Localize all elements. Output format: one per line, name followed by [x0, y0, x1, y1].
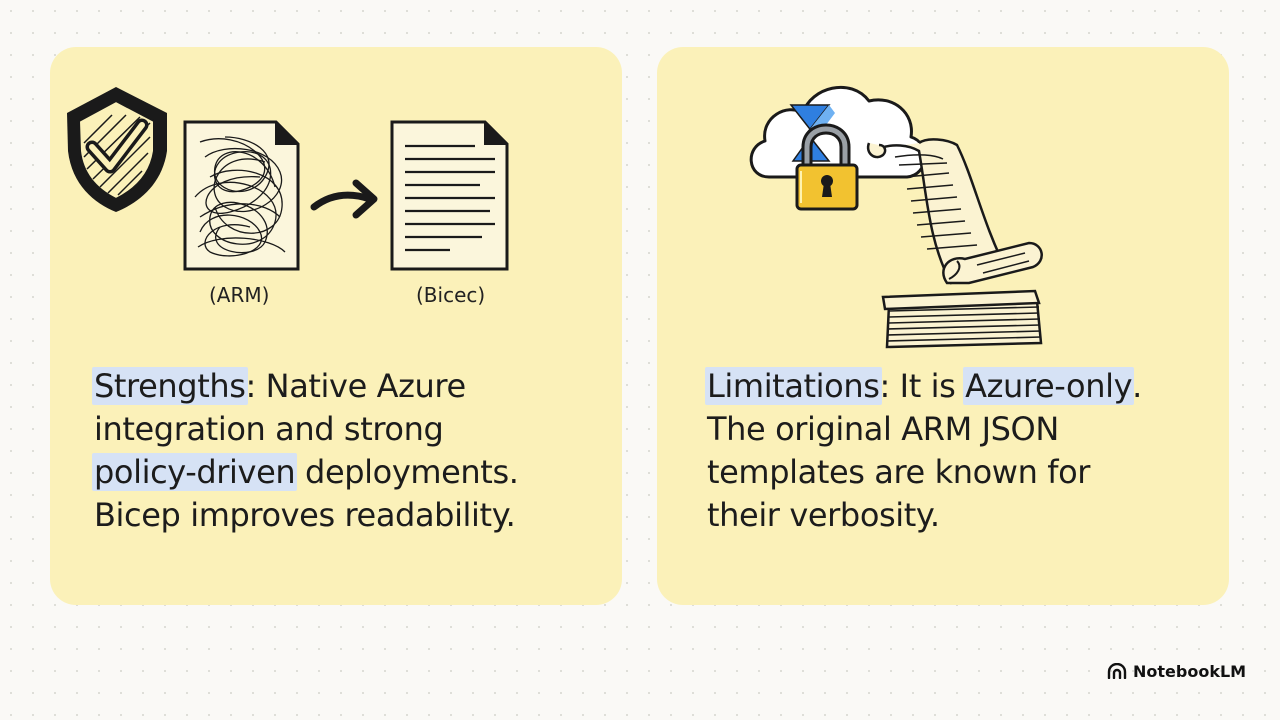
limitations-label: Limitations [705, 367, 882, 405]
notebooklm-brand: NotebookLM [1107, 659, 1246, 683]
padlock-icon [795, 123, 859, 211]
paper-stack-icon [881, 289, 1043, 349]
arm-caption: (ARM) [209, 283, 270, 307]
tangled-document-icon [183, 120, 300, 271]
strengths-line-3: policy-driven deployments. [92, 453, 519, 491]
limitations-illustration [749, 85, 1043, 349]
limitations-line-4: their verbosity. [707, 496, 940, 534]
strengths-line-1: Strengths: Native Azure [92, 367, 466, 405]
azure-only-highlight: Azure-only [963, 367, 1135, 405]
strengths-line-4: Bicep improves readability. [94, 496, 516, 534]
limitations-text: Limitations: It is Azure-only. The origi… [705, 365, 1207, 537]
strengths-text: Strengths: Native Azure integration and … [92, 365, 594, 537]
shield-check-icon [67, 87, 167, 212]
limitations-card: Limitations: It is Azure-only. The origi… [657, 47, 1229, 605]
notebooklm-logo-icon [1107, 663, 1127, 679]
bicep-caption: (Bicec) [416, 283, 486, 307]
strengths-line-2: integration and strong [94, 410, 444, 448]
clean-document-icon [390, 120, 509, 271]
brand-name: NotebookLM [1133, 661, 1247, 681]
strengths-label: Strengths [92, 367, 248, 405]
limitations-line-1: Limitations: It is Azure-only. [705, 367, 1142, 405]
scroll-icon [866, 138, 1043, 285]
arrow-right-icon [310, 179, 378, 219]
limitations-line-2: The original ARM JSON [707, 410, 1059, 448]
policy-driven-highlight: policy-driven [92, 453, 298, 491]
strengths-card: (ARM) (Bicec) Strengths: Native Azure in… [50, 47, 622, 605]
strengths-illustration [67, 87, 509, 271]
limitations-line-3: templates are known for [707, 453, 1091, 491]
